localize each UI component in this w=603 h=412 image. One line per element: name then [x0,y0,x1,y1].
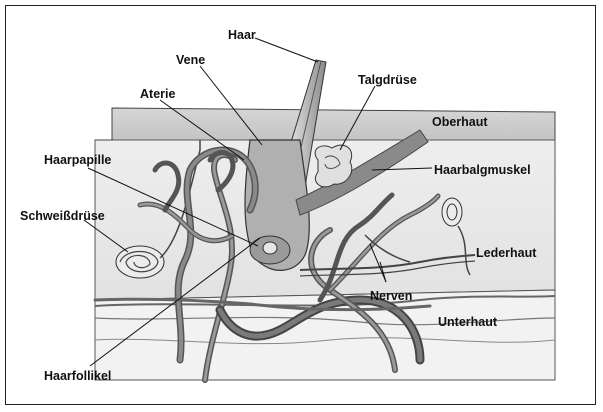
label-talgdruese: Talgdrüse [358,73,417,87]
label-haar: Haar [228,28,256,42]
label-haarfollikel: Haarfollikel [44,369,111,383]
label-aterie: Aterie [140,87,175,101]
label-haarbalgmuskel: Haarbalgmuskel [434,163,531,177]
label-oberhaut: Oberhaut [432,115,488,129]
label-unterhaut: Unterhaut [438,315,498,329]
leader-haar [255,38,318,62]
label-haarpapille: Haarpapille [44,153,111,167]
label-lederhaut: Lederhaut [476,246,537,260]
sebaceous-gland [315,145,352,187]
label-nerven: Nerven [370,289,412,303]
label-vene: Vene [176,53,205,67]
label-schweissdruese: Schweißdrüse [20,209,105,223]
